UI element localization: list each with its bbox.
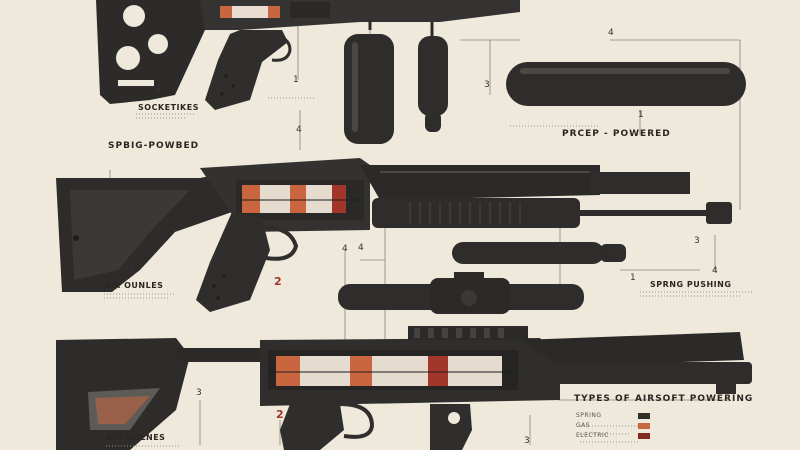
legend-swatch <box>638 423 650 429</box>
callout-number: 3 <box>694 236 701 246</box>
callout-number: 1 <box>630 273 637 283</box>
label-spring-powered: SPBIG-POWBED <box>108 141 200 151</box>
label-top-left: SOCKETIKES <box>138 103 199 112</box>
legend: SPRING GAS ELECTRIC <box>576 412 726 450</box>
bottom-rifle <box>56 326 752 450</box>
top-rifle <box>96 0 746 144</box>
callout-number: 2 <box>274 275 283 288</box>
callout-number: 2 <box>156 84 163 94</box>
callout-number: 4 <box>608 28 615 38</box>
callout-number: 4 <box>296 125 303 135</box>
legend-label: ELECTRIC <box>576 432 609 439</box>
callout-number: 1 <box>293 75 300 85</box>
callout-number: 3 <box>524 436 531 446</box>
callout-number: 1 <box>638 110 645 120</box>
legend-label: GAS <box>576 422 591 429</box>
label-pressure-powered: PRCEP - POWERED <box>562 129 671 139</box>
callout-number: 3 <box>484 80 491 90</box>
legend-label: SPRING <box>576 412 602 419</box>
legend-swatch <box>638 433 650 439</box>
label-air-outlines-bottom: AIR OULNES <box>106 433 166 442</box>
callout-number: 2 <box>276 408 285 421</box>
callout-number: 2 <box>130 266 137 276</box>
middle-shotgun <box>56 158 732 314</box>
label-air-outlines-mid: AIR OUNLES <box>104 281 164 290</box>
callout-number: 3 <box>196 388 203 398</box>
callout-number: 3 <box>100 262 107 272</box>
callout-number: 4 <box>358 243 365 253</box>
label-spring-pushing: SPRNG PUSHING <box>650 280 732 289</box>
legend-swatch <box>638 413 650 419</box>
label-types-heading: TYPES OF AIRSOFT POWERING <box>574 394 754 404</box>
callout-number: 4 <box>342 244 349 254</box>
spec-dotted-lines <box>104 97 752 447</box>
callout-number: 4 <box>712 266 719 276</box>
